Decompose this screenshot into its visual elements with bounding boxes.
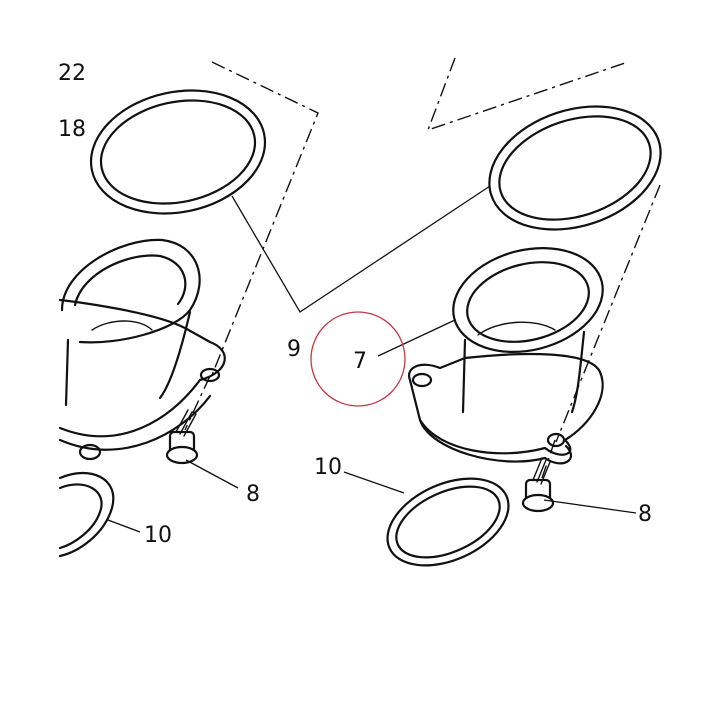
bolt-right bbox=[521, 457, 555, 513]
flange-plate-left bbox=[58, 298, 226, 438]
flange-plate-right bbox=[407, 352, 604, 456]
leader-lines bbox=[107, 185, 637, 533]
right-assembly bbox=[386, 105, 662, 567]
callout-10-left: 10 bbox=[144, 523, 172, 548]
o-ring-lower-left bbox=[58, 471, 115, 558]
o-ring-lower-right bbox=[386, 477, 510, 567]
callout-18: 18 bbox=[58, 117, 86, 142]
callouts: 22 18 9 7 10 10 8 8 bbox=[58, 61, 652, 548]
callout-9: 9 bbox=[287, 337, 301, 362]
callout-22: 22 bbox=[58, 61, 86, 86]
callout-8-right: 8 bbox=[638, 502, 652, 527]
o-ring-upper-left bbox=[89, 89, 267, 215]
funnel-horn-left bbox=[60, 238, 201, 344]
bolt-left bbox=[165, 409, 199, 465]
callout-8-left: 8 bbox=[246, 482, 260, 507]
highlight-circle bbox=[310, 311, 406, 407]
o-ring-upper-right bbox=[488, 105, 662, 231]
left-assembly bbox=[58, 89, 267, 558]
callout-7: 7 bbox=[353, 349, 367, 374]
callout-10-right: 10 bbox=[314, 455, 342, 480]
